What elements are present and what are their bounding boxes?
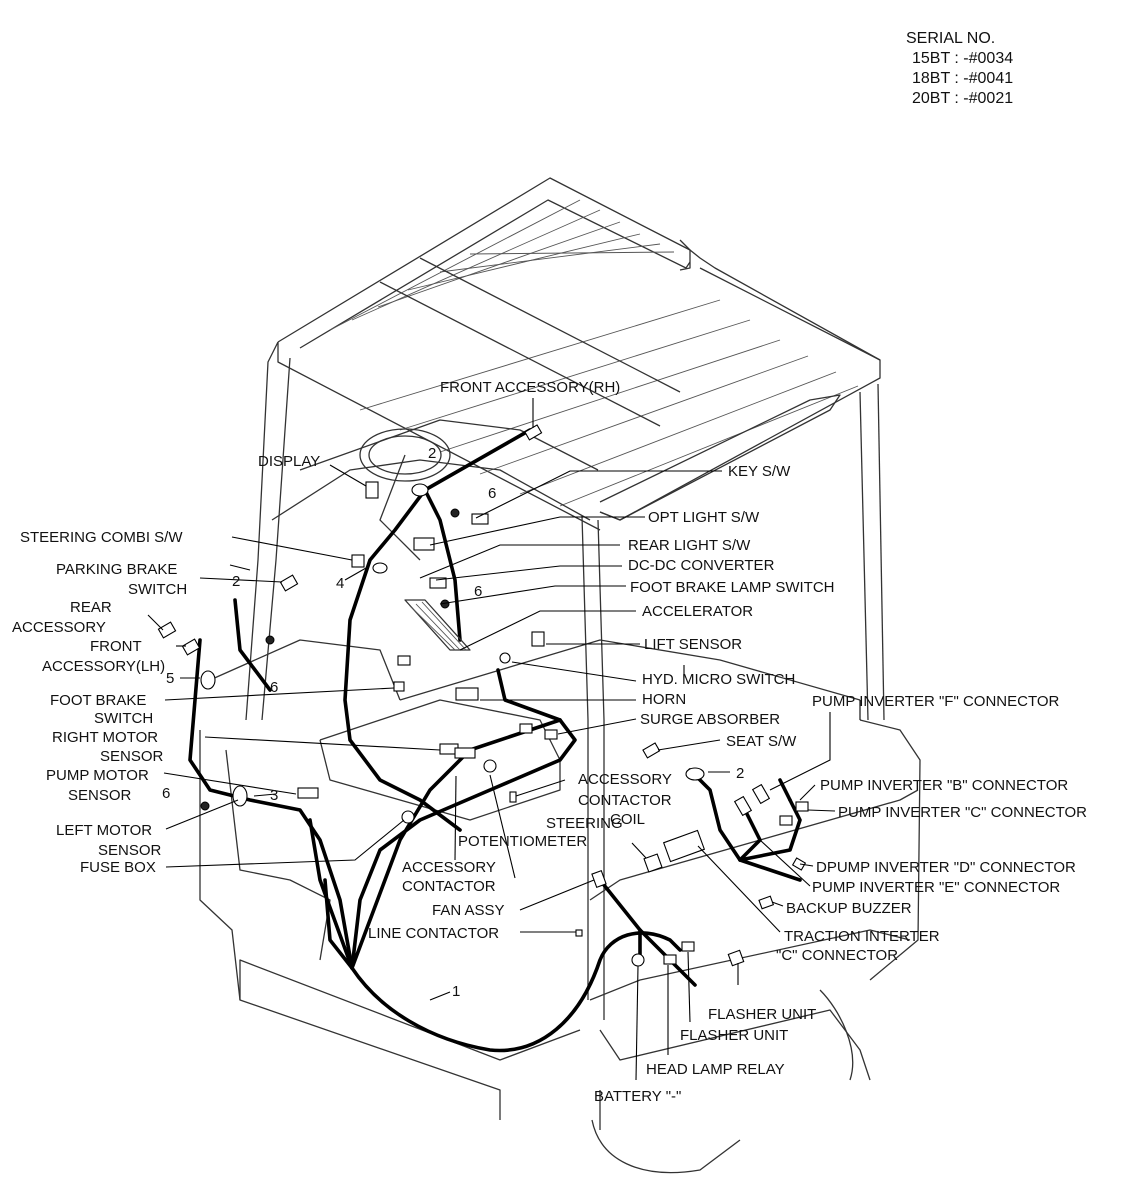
label-hyd-micro-switch: HYD. MICRO SWITCH (642, 671, 795, 688)
label-foot-brake-lamp-switch: FOOT BRAKE LAMP SWITCH (630, 579, 834, 596)
callout-5: 5 (166, 670, 174, 687)
components (157, 424, 809, 967)
label-rear-accessory-line2: ACCESSORY (12, 619, 106, 636)
label-steering-potentiometer-line1: STEERING (546, 815, 623, 832)
callout-1: 1 (452, 983, 460, 1000)
label-accessory-contactor-coil-line1: ACCESSORY (578, 771, 672, 788)
label-accessory-contactor-coil-line3: COIL (610, 811, 645, 828)
label-front-accessory-lh-line2: ACCESSORY(LH) (42, 658, 165, 675)
label-accessory-contactor-coil-line2: CONTACTOR (578, 792, 672, 809)
callout-6-mid: 6 (474, 583, 482, 600)
serial-block: SERIAL NO. 15BT : -#0034 18BT : -#0041 2… (906, 30, 1013, 107)
label-surge-absorber: SURGE ABSORBER (640, 711, 780, 728)
label-steering-combi-sw: STEERING COMBI S/W (20, 529, 183, 546)
label-head-lamp-relay: HEAD LAMP RELAY (646, 1061, 785, 1078)
label-pump-inverter-b: PUMP INVERTER "B" CONNECTOR (820, 777, 1068, 794)
callout-6-left: 6 (270, 679, 278, 696)
label-front-accessory-rh: FRONT ACCESSORY(RH) (440, 379, 620, 396)
serial-line-20bt: 20BT : -#0021 (912, 90, 1013, 107)
label-right-motor-sensor-line1: RIGHT MOTOR (52, 729, 158, 746)
callout-6-bottom: 6 (162, 785, 170, 802)
callout-6-top: 6 (488, 485, 496, 502)
label-rear-light-sw: REAR LIGHT S/W (628, 537, 751, 554)
label-line-contactor: LINE CONTACTOR (368, 925, 499, 942)
callout-2-top: 2 (428, 445, 436, 462)
label-dpump-inverter-d: DPUMP INVERTER "D" CONNECTOR (816, 859, 1076, 876)
callout-4: 4 (336, 575, 344, 592)
callout-2-right: 2 (736, 765, 744, 782)
label-right-motor-sensor-line2: SENSOR (100, 748, 164, 765)
callout-numbers: 1 2 2 2 3 4 5 6 6 6 6 (162, 445, 744, 1000)
label-flasher-unit-2: FLASHER UNIT (680, 1027, 788, 1044)
serial-line-15bt: 15BT : -#0034 (912, 50, 1013, 67)
label-foot-brake-switch-line2: SWITCH (94, 710, 153, 727)
component-labels: FRONT ACCESSORY(RH) DISPLAY KEY S/W OPT … (12, 379, 1087, 1105)
label-front-accessory-lh-line1: FRONT (90, 638, 142, 655)
label-fuse-box: FUSE BOX (80, 859, 156, 876)
label-pump-inverter-e: PUMP INVERTER "E" CONNECTOR (812, 879, 1060, 896)
label-backup-buzzer: BACKUP BUZZER (786, 900, 912, 917)
label-accessory-contactor-line1: ACCESSORY (402, 859, 496, 876)
label-seat-sw: SEAT S/W (726, 733, 797, 750)
label-key-sw: KEY S/W (728, 463, 791, 480)
label-pump-inverter-f: PUMP INVERTER "F" CONNECTOR (812, 693, 1060, 710)
label-accessory-contactor-line2: CONTACTOR (402, 878, 496, 895)
label-traction-inverter-line2: "C" CONNECTOR (776, 947, 898, 964)
label-pump-motor-sensor-line2: SENSOR (68, 787, 132, 804)
serial-line-18bt: 18BT : -#0041 (912, 70, 1013, 87)
label-traction-inverter-line1: TRACTION INTERTER (784, 928, 940, 945)
truck-frame (199, 177, 921, 1174)
label-foot-brake-switch-line1: FOOT BRAKE (50, 692, 146, 709)
label-left-motor-sensor-line2: SENSOR (98, 842, 162, 859)
label-display: DISPLAY (258, 453, 320, 470)
label-flasher-unit-1: FLASHER UNIT (708, 1006, 816, 1023)
wiring-harness (188, 428, 802, 1053)
label-steering-potentiometer-line2: POTENTIOMETER (458, 833, 587, 850)
label-parking-brake-line2: SWITCH (128, 581, 187, 598)
label-opt-light-sw: OPT LIGHT S/W (648, 509, 760, 526)
label-left-motor-sensor-line1: LEFT MOTOR (56, 822, 152, 839)
label-rear-accessory-line1: REAR (70, 599, 112, 616)
label-dc-dc-converter: DC-DC CONVERTER (628, 557, 775, 574)
serial-title: SERIAL NO. (906, 30, 995, 47)
label-pump-motor-sensor-line1: PUMP MOTOR (46, 767, 149, 784)
label-accelerator: ACCELERATOR (642, 603, 753, 620)
label-battery-negative: BATTERY "-" (594, 1088, 681, 1105)
callout-2-left: 2 (232, 573, 240, 590)
label-pump-inverter-c: PUMP INVERTER "C" CONNECTOR (838, 804, 1087, 821)
label-parking-brake-line1: PARKING BRAKE (56, 561, 177, 578)
label-fan-assy: FAN ASSY (432, 902, 505, 919)
label-lift-sensor: LIFT SENSOR (644, 636, 742, 653)
leader-lines (147, 398, 861, 1081)
label-horn: HORN (642, 691, 686, 708)
callout-3: 3 (270, 787, 278, 804)
